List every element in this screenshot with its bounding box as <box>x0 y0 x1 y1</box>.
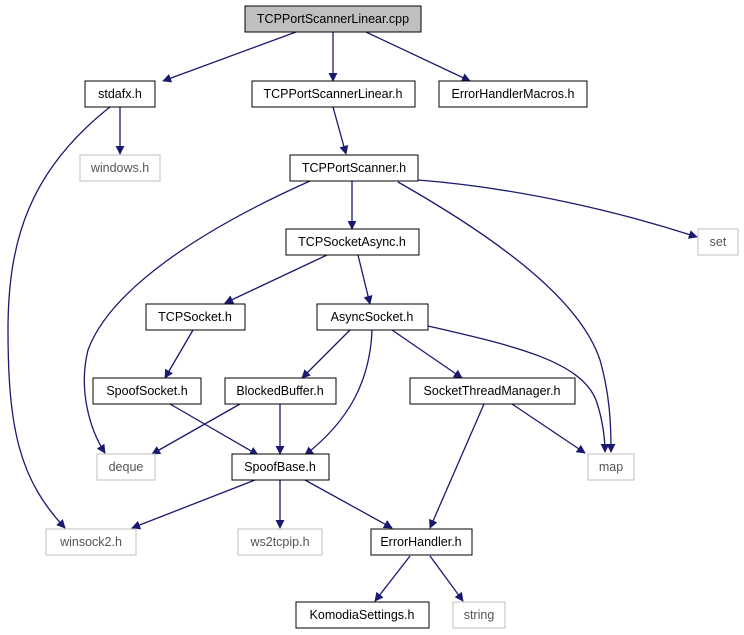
node-label: TCPPortScannerLinear.cpp <box>257 12 409 26</box>
edge-asyncsocket-spoofbase <box>304 329 373 456</box>
node-errorhandlermacros-h[interactable]: ErrorHandlerMacros.h <box>438 80 588 108</box>
node-label: SpoofSocket.h <box>106 384 187 398</box>
edge-scanner-set <box>417 179 698 239</box>
edge-scanner-map <box>397 181 616 453</box>
node-deque: deque <box>96 453 156 481</box>
edge-root-errmacros <box>365 31 471 82</box>
node-label: TCPPortScanner.h <box>302 161 406 175</box>
edge-blocked-deque <box>151 403 241 455</box>
node-label: stdafx.h <box>98 87 142 101</box>
edge-errhandler-string <box>429 555 464 602</box>
edge-threadmgr-errhandler <box>429 403 485 529</box>
edge-stdafx-winsock <box>7 106 111 529</box>
node-label: SocketThreadManager.h <box>424 384 561 398</box>
edge-spoofbase-winsock <box>131 479 256 530</box>
node-tcpportscanner-h[interactable]: TCPPortScanner.h <box>289 154 419 182</box>
edge-spoofbase-errhandler <box>304 479 393 529</box>
node-label: BlockedBuffer.h <box>236 384 323 398</box>
node-set: set <box>697 228 739 256</box>
edge-root-stdafx <box>162 31 297 83</box>
node-label: string <box>464 608 495 622</box>
node-komodiasettings-h[interactable]: KomodiaSettings.h <box>295 601 430 629</box>
edge-asyncsocket-blocked <box>301 329 351 379</box>
node-tcpsocket-h[interactable]: TCPSocket.h <box>145 303 246 331</box>
edges <box>7 31 698 602</box>
node-ws2tcpip-h: ws2tcpip.h <box>237 528 323 556</box>
node-errorhandler-h[interactable]: ErrorHandler.h <box>370 528 473 556</box>
node-stdafx-h[interactable]: stdafx.h <box>84 80 156 108</box>
edge-threadmgr-map <box>511 403 586 454</box>
node-map: map <box>587 453 635 481</box>
node-label: ErrorHandlerMacros.h <box>452 87 575 101</box>
node-spoofsocket-h[interactable]: SpoofSocket.h <box>92 377 202 405</box>
node-tcpportscannerlinear-h[interactable]: TCPPortScannerLinear.h <box>251 80 416 108</box>
node-label: TCPPortScannerLinear.h <box>264 87 403 101</box>
edge-tcpsocket-spoofsocket <box>164 329 194 379</box>
edge-spoofsocket-spoofbase <box>169 403 259 456</box>
node-tcpsocketasync-h[interactable]: TCPSocketAsync.h <box>285 228 420 256</box>
node-label: AsyncSocket.h <box>331 310 414 324</box>
node-windows-h: windows.h <box>79 154 161 182</box>
node-label: SpoofBase.h <box>244 460 316 474</box>
edge-asyncsocket-threadmgr <box>391 329 463 379</box>
node-socketthreadmanager-h[interactable]: SocketThreadManager.h <box>409 377 576 405</box>
node-string: string <box>452 601 506 629</box>
node-label: TCPSocket.h <box>158 310 232 324</box>
node-label: winsock2.h <box>59 535 122 549</box>
node-label: TCPSocketAsync.h <box>298 235 406 249</box>
edge-sockasync-asyncsocket <box>357 254 373 305</box>
node-label: ws2tcpip.h <box>249 535 309 549</box>
node-blockedbuffer-h[interactable]: BlockedBuffer.h <box>224 377 337 405</box>
node-label: KomodiaSettings.h <box>310 608 415 622</box>
node-asyncsocket-h[interactable]: AsyncSocket.h <box>316 303 429 331</box>
node-label: map <box>599 460 623 474</box>
node-winsock2-h: winsock2.h <box>45 528 137 556</box>
node-spoofbase-h[interactable]: SpoofBase.h <box>231 453 330 481</box>
edge-scanner-deque <box>83 180 311 454</box>
node-label: deque <box>109 460 144 474</box>
edge-sockasync-tcpsocket <box>224 254 328 304</box>
edge-linear-h-scanner <box>332 106 349 155</box>
node-label: set <box>710 235 727 249</box>
node-label: windows.h <box>90 161 149 175</box>
node-label: ErrorHandler.h <box>380 535 461 549</box>
node-tcpportscannerlinear-cpp[interactable]: TCPPortScannerLinear.cpp <box>244 5 422 33</box>
edge-asyncsocket-map <box>427 325 610 453</box>
edge-errhandler-komodia <box>374 555 411 602</box>
